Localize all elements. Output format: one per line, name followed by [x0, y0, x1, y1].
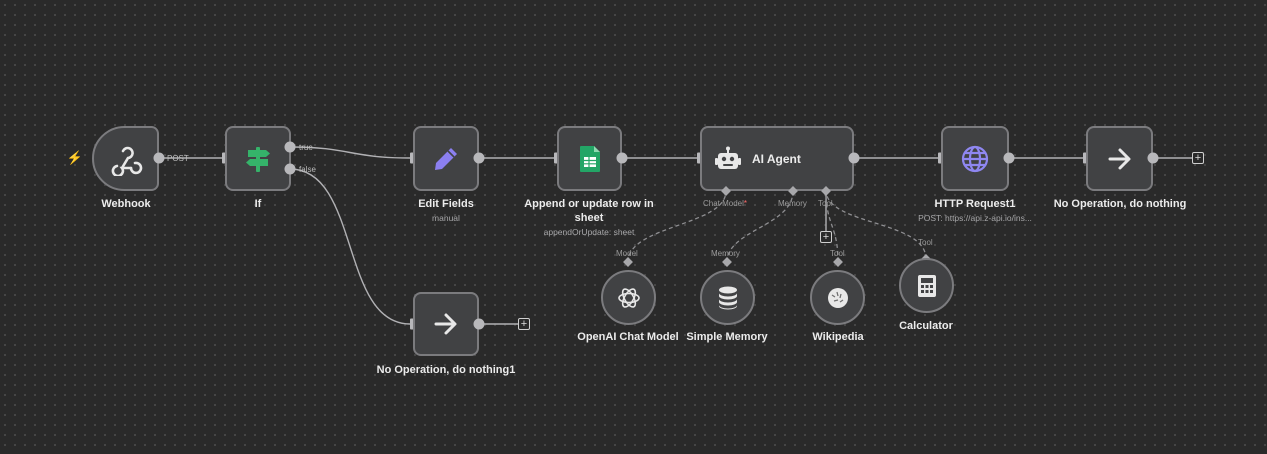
if-input-port[interactable]: [222, 152, 226, 164]
tool-port-label: Tool: [818, 199, 833, 208]
edge-label-false: false: [299, 165, 316, 174]
wikipedia-icon: [827, 287, 848, 308]
edge-label-true: true: [299, 143, 313, 152]
noop-output-port[interactable]: [1147, 152, 1159, 164]
node-ai-agent[interactable]: AI Agent: [700, 126, 854, 191]
google-sheets-icon: [579, 145, 600, 172]
webhook-output-port[interactable]: [153, 152, 165, 164]
ai-agent-output-port[interactable]: [848, 152, 860, 164]
sheets-label: Append or update row in sheet: [524, 198, 654, 224]
node-wikipedia[interactable]: [810, 270, 865, 325]
edge-openai-model: [627, 190, 727, 263]
node-http-request[interactable]: [941, 126, 1009, 191]
if-false-port[interactable]: [284, 163, 296, 175]
http-output-port[interactable]: [1003, 152, 1015, 164]
calculator-label: Calculator: [899, 320, 953, 332]
noop1-output-port[interactable]: [473, 318, 485, 330]
globe-icon: [961, 145, 989, 172]
database-icon: [718, 286, 737, 309]
wikipedia-label: Wikipedia: [812, 331, 864, 343]
noop-label: No Operation, do nothing: [1053, 198, 1187, 210]
noop1-add-button[interactable]: +: [518, 318, 530, 330]
sheets-subtitle: appendOrUpdate: sheet: [543, 227, 635, 237]
if-true-port[interactable]: [284, 141, 296, 153]
node-edit-fields[interactable]: [413, 126, 479, 191]
arrow-right-icon: [1108, 148, 1130, 169]
http-input-port[interactable]: [938, 152, 942, 164]
add-tool-button[interactable]: +: [820, 231, 832, 243]
edit-fields-output-port[interactable]: [473, 152, 485, 164]
webhook-icon: [111, 146, 142, 176]
arrow-right-icon: [434, 313, 457, 335]
memory-sub-port-label: Memory: [711, 249, 740, 258]
noop1-label: No Operation, do nothing1: [376, 364, 516, 376]
http-label: HTTP Request1: [934, 198, 1016, 210]
sheets-output-port[interactable]: [616, 152, 628, 164]
edit-fields-input-port[interactable]: [410, 152, 414, 164]
chat-model-port-label: Chat Model*: [703, 199, 748, 208]
webhook-label: Webhook: [101, 198, 151, 210]
edge-if-true-edit-fields: [289, 146, 411, 159]
calculator-tool-port-label: Tool: [918, 238, 933, 247]
simple-memory-label: Simple Memory: [686, 331, 768, 343]
node-noop[interactable]: [1086, 126, 1153, 191]
signpost-icon: [246, 146, 270, 172]
sheets-input-port[interactable]: [554, 152, 558, 164]
node-openai-chat-model[interactable]: [601, 270, 656, 325]
edge-label-post: POST: [167, 154, 189, 163]
edge-memory-memory: [726, 190, 794, 263]
edge-if-false-noop1: [289, 168, 411, 325]
openai-model-port-label: Model: [616, 249, 638, 258]
robot-icon: [715, 146, 741, 169]
ai-agent-input-port[interactable]: [697, 152, 701, 164]
wikipedia-tool-port-label: Tool: [830, 249, 845, 258]
calculator-icon: [917, 274, 936, 297]
noop1-input-port[interactable]: [410, 318, 414, 330]
node-calculator[interactable]: [899, 258, 954, 313]
edge-calculator-tool: [825, 190, 927, 260]
if-label: If: [254, 198, 262, 210]
edge-wikipedia-tool: [825, 190, 839, 263]
node-webhook[interactable]: [92, 126, 159, 191]
openai-label: OpenAI Chat Model: [577, 331, 679, 343]
pencil-icon: [435, 147, 457, 170]
noop-add-button[interactable]: +: [1192, 152, 1204, 164]
node-simple-memory[interactable]: [700, 270, 755, 325]
node-noop1[interactable]: [413, 292, 479, 356]
edit-fields-label: Edit Fields: [418, 198, 474, 210]
noop-input-port[interactable]: [1083, 152, 1087, 164]
node-if[interactable]: [225, 126, 291, 191]
edit-fields-subtitle: manual: [432, 213, 460, 223]
openai-icon: [617, 287, 640, 308]
http-subtitle: POST: https://api.z-api.io/ins...: [918, 213, 1032, 223]
memory-port-label: Memory: [778, 199, 807, 208]
trigger-bolt-icon: ⚡: [66, 150, 84, 165]
ai-agent-label: AI Agent: [752, 151, 801, 166]
node-sheets[interactable]: [557, 126, 622, 191]
